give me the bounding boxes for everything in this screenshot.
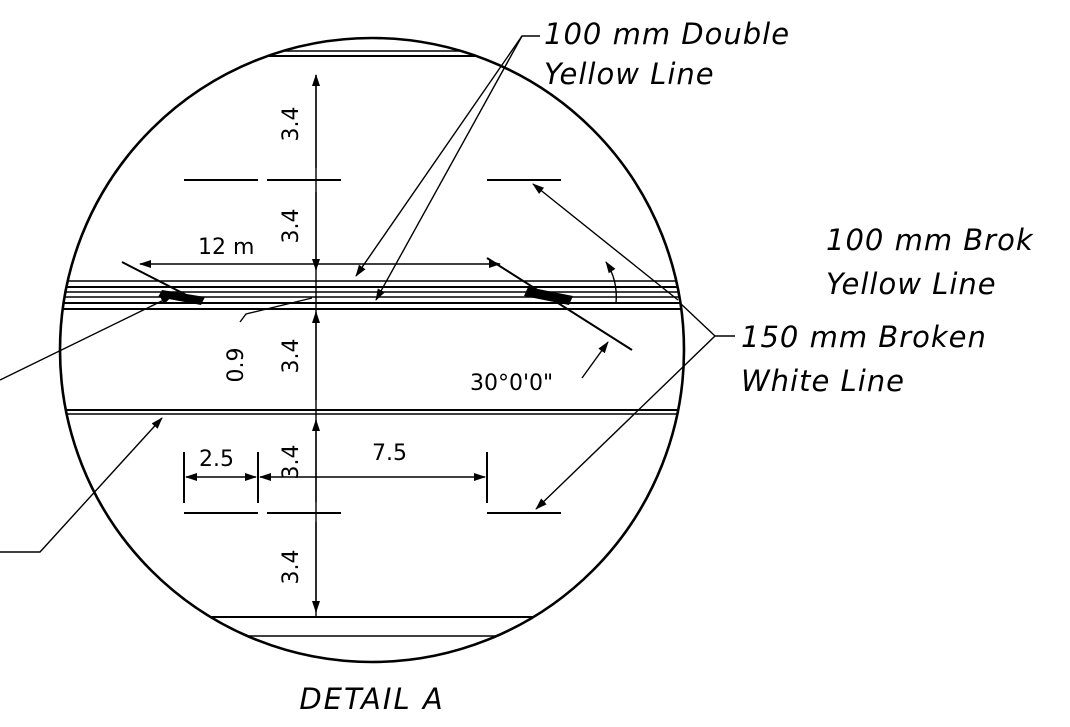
callout-broken-white-line1: 150 mm Broken [741,320,987,354]
dim-lane-lower: 3.4 [279,445,304,480]
detail-title: DETAIL A [299,682,444,716]
callout-broken-white-line2: White Line [741,364,905,398]
callout-double-yellow-line2: Yellow Line [544,57,715,91]
callout-double-yellow-line1: 100 mm Double [544,17,790,51]
dim-lane-middle: 3.4 [279,339,304,374]
callout-broken-yellow-line1: 100 mm Brok [826,223,1034,257]
dim-dash-length: 2.5 [199,447,234,472]
dim-gap-length: 7.5 [372,441,407,466]
callout-broken-yellow-line2: Yellow Line [826,267,997,301]
taper-angle-arc [605,261,617,304]
dim-median-width: 0.9 [224,348,249,383]
dim-lane-top: 3.4 [279,107,304,142]
dim-taper-angle: 30°0'0" [470,371,553,396]
dim-lane-upper: 3.4 [279,209,304,244]
dash-gap-dimensions [183,452,488,503]
dim-lane-bottom: 3.4 [279,550,304,585]
detail-circle [58,36,686,664]
leader-lines [0,35,735,553]
vertical-dimension-chain [303,74,329,617]
dim-taper-length: 12 m [198,235,254,260]
taper-marks [121,257,633,351]
